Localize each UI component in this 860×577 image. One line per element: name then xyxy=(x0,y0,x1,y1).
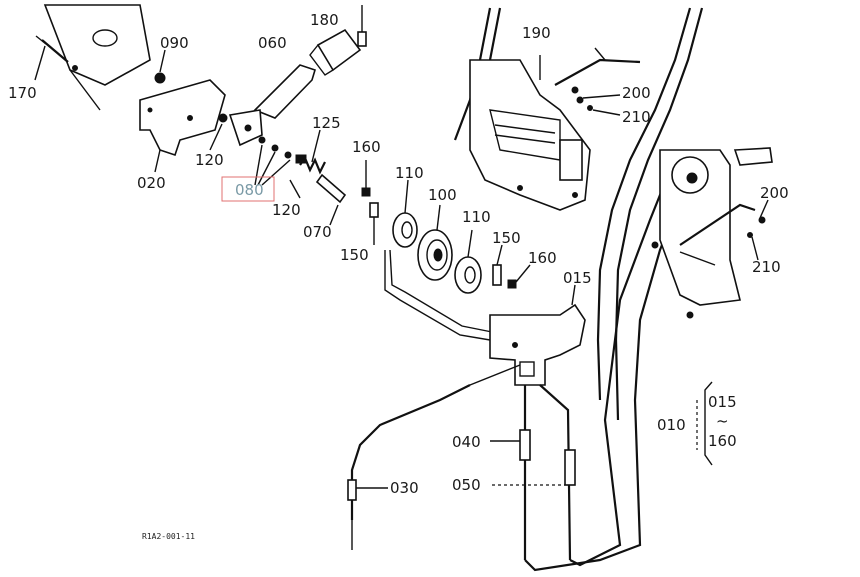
collar-160-lower xyxy=(507,264,531,289)
pulley-110-lower xyxy=(454,229,482,294)
range-end-160: 160 xyxy=(708,432,737,450)
callout-200-upper[interactable]: 200 xyxy=(622,84,651,102)
washer-210-right xyxy=(747,232,759,261)
return-cable-left xyxy=(524,199,682,572)
callout-060[interactable]: 060 xyxy=(258,34,287,52)
selection-highlight xyxy=(221,176,275,202)
callout-160-upper[interactable]: 160 xyxy=(352,138,381,156)
callout-110-lower[interactable]: 110 xyxy=(462,208,491,226)
callout-070[interactable]: 070 xyxy=(303,223,332,241)
disc-100 xyxy=(417,204,453,281)
pulley-110-upper xyxy=(392,179,418,248)
return-cable-right xyxy=(569,169,672,567)
callout-180[interactable]: 180 xyxy=(310,11,339,29)
callout-150-upper[interactable]: 150 xyxy=(340,246,369,264)
callout-210-upper[interactable]: 210 xyxy=(622,108,651,126)
callout-040[interactable]: 040 xyxy=(452,433,481,451)
linkage-190 xyxy=(539,47,641,94)
callout-200-right[interactable]: 200 xyxy=(760,184,789,202)
callout-210-right[interactable]: 210 xyxy=(752,258,781,276)
bracket-015 xyxy=(489,284,586,386)
spring-125 xyxy=(299,129,326,175)
upper-mount-plate xyxy=(43,4,151,111)
callout-015[interactable]: 015 xyxy=(563,269,592,287)
callout-190[interactable]: 190 xyxy=(522,24,551,42)
callout-120-left[interactable]: 120 xyxy=(195,151,224,169)
lever-060 xyxy=(228,64,316,147)
callout-160-lower[interactable]: 160 xyxy=(528,249,557,267)
spring-parts-080 xyxy=(254,136,307,186)
callout-100[interactable]: 100 xyxy=(428,186,457,204)
callout-020[interactable]: 020 xyxy=(137,174,166,192)
cable-050 xyxy=(492,384,576,561)
drawing-code: R1A2-001-11 xyxy=(142,532,195,541)
callout-170[interactable]: 170 xyxy=(8,84,37,102)
callout-125[interactable]: 125 xyxy=(312,114,341,132)
grip-180 xyxy=(309,5,367,76)
callout-110-upper[interactable]: 110 xyxy=(395,164,424,182)
bolt-170 xyxy=(34,35,69,81)
link-rod-2 xyxy=(389,249,493,333)
collar-150-lower xyxy=(492,244,503,286)
callout-090[interactable]: 090 xyxy=(160,34,189,52)
group-brace xyxy=(704,381,713,466)
cable-040 xyxy=(490,385,531,560)
callout-050[interactable]: 050 xyxy=(452,476,481,494)
collar-150-upper xyxy=(369,202,379,245)
washer-210-upper xyxy=(587,105,621,116)
callout-010[interactable]: 010 xyxy=(657,416,686,434)
callout-080[interactable]: 080 xyxy=(235,181,264,199)
link-rod xyxy=(384,250,491,341)
collar-160-upper xyxy=(361,160,371,197)
clutch-bracket-upper xyxy=(469,59,591,211)
cable-030 xyxy=(347,364,521,550)
callout-030[interactable]: 030 xyxy=(390,479,419,497)
rod-070 xyxy=(289,173,347,226)
clutch-bracket-right xyxy=(651,147,773,319)
range-start-015: 015 xyxy=(708,393,737,411)
washer-120-left xyxy=(209,113,228,151)
bracket-020 xyxy=(139,79,226,173)
cotter-pin-200-right xyxy=(758,199,769,224)
range-tilde: ~ xyxy=(716,412,729,430)
callout-120-mid[interactable]: 120 xyxy=(272,201,301,219)
callout-150-lower[interactable]: 150 xyxy=(492,229,521,247)
nut-090 xyxy=(154,49,166,84)
cotter-pin-200-upper xyxy=(576,94,621,104)
